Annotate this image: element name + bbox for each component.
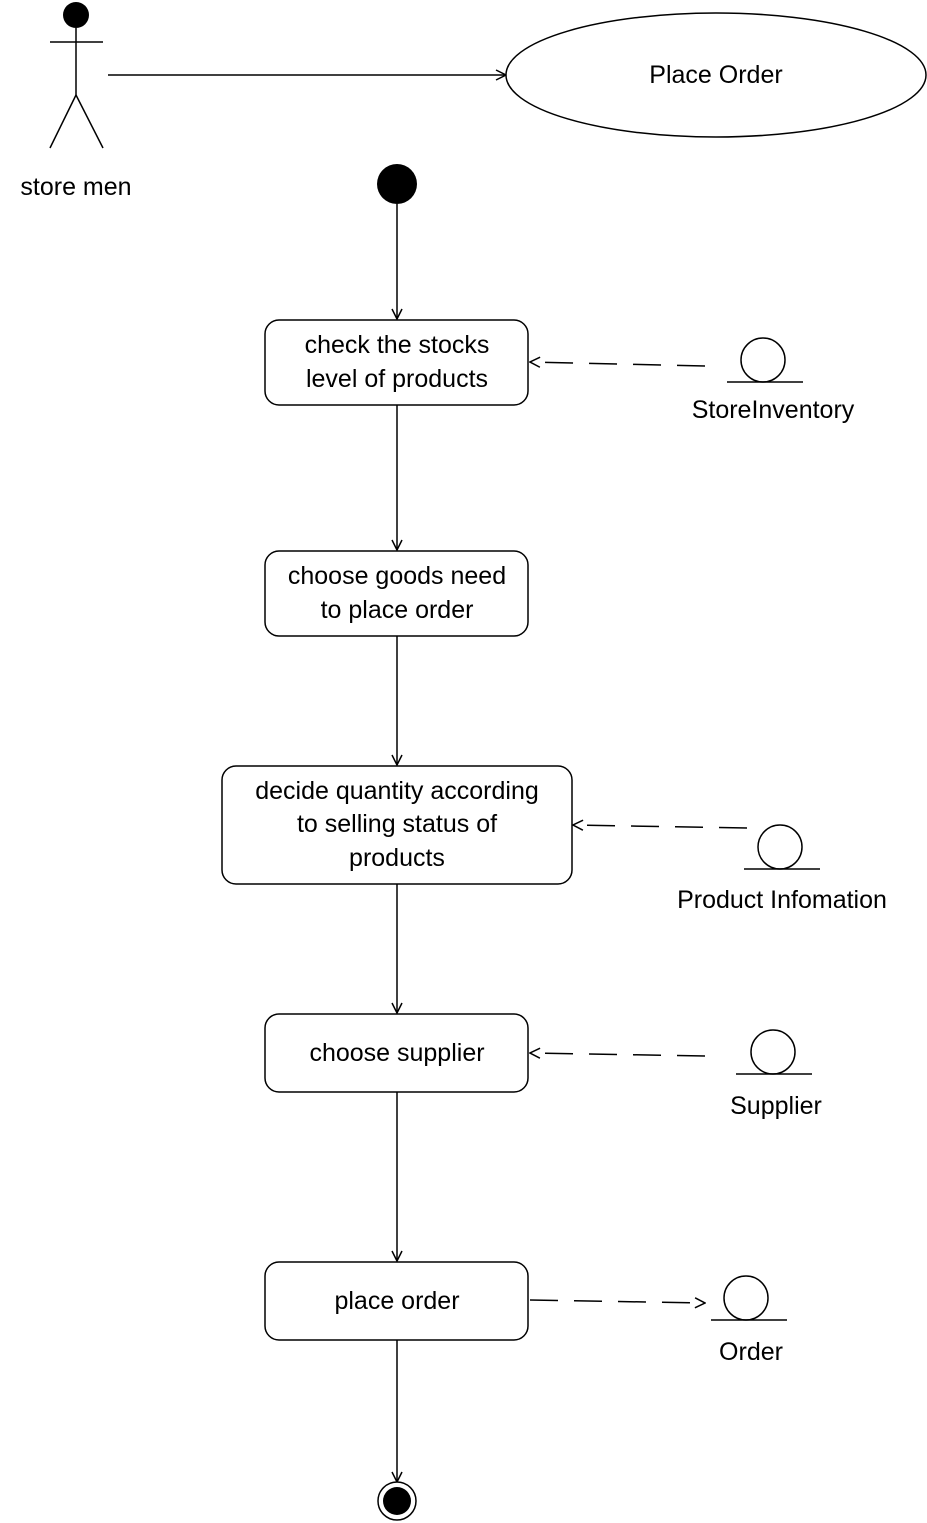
initial-node (377, 164, 417, 204)
entity-store-inventory[interactable]: StoreInventory (692, 337, 855, 424)
final-node-core (383, 1487, 411, 1515)
activity-check-stocks[interactable]: check the stocks level of products (264, 319, 529, 406)
entity-icon (750, 1029, 796, 1075)
entity-order[interactable]: Order (711, 1275, 787, 1366)
use-case-place-order[interactable]: Place Order (505, 12, 927, 138)
entity-icon (740, 337, 786, 383)
object-flow-place-order-to-order (529, 1300, 705, 1303)
entity-supplier[interactable]: Supplier (730, 1029, 822, 1120)
entity-label: Order (719, 1338, 783, 1366)
activity-label-line: to selling status of (297, 810, 497, 838)
actor-right-leg (75, 94, 104, 149)
activity-box (264, 550, 529, 637)
activity-label-line: products (349, 844, 445, 872)
entity-icon (723, 1275, 769, 1321)
entity-label: Product Infomation (677, 886, 887, 914)
activity-label-line: decide quantity according (255, 777, 539, 805)
activity-decide-quantity[interactable]: decide quantity according to selling sta… (221, 765, 573, 885)
use-case-ellipse (505, 12, 927, 138)
activity-label-line: choose goods need (288, 562, 506, 590)
actor-label: store men (20, 173, 131, 201)
activity-box (264, 1261, 529, 1341)
activity-place-order[interactable]: place order (264, 1261, 529, 1341)
actor-left-leg (49, 94, 77, 149)
use-case-label: Place Order (649, 61, 782, 89)
object-flow-inventory-to-check (530, 362, 706, 366)
activity-box (264, 1013, 529, 1093)
activity-choose-supplier[interactable]: choose supplier (264, 1013, 529, 1093)
entity-product-information[interactable]: Product Infomation (677, 824, 887, 914)
entity-label: Supplier (730, 1092, 822, 1120)
entity-label: StoreInventory (692, 396, 855, 424)
activity-label-line: place order (334, 1287, 459, 1315)
actor-store-men[interactable]: store men (20, 2, 132, 201)
activity-label-line: choose supplier (309, 1039, 484, 1067)
actor-head (63, 2, 89, 28)
activity-box (264, 319, 529, 406)
object-flow-product-info-to-decide (573, 825, 748, 828)
entity-icon (757, 824, 803, 870)
activity-label-line: to place order (321, 596, 474, 624)
object-flow-supplier-to-choose (530, 1053, 706, 1056)
activity-label-line: check the stocks (305, 331, 490, 359)
activity-label-line: level of products (306, 365, 488, 393)
final-node (377, 1481, 417, 1521)
activity-choose-goods[interactable]: choose goods need to place order (264, 550, 529, 637)
